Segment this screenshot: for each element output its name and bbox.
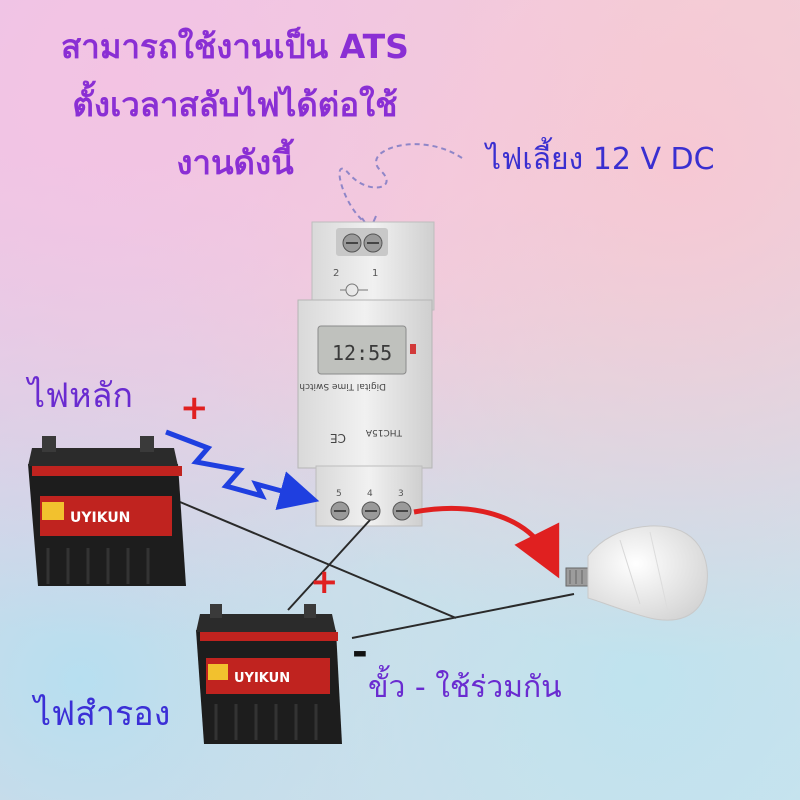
heading: สามารถใช้งานเป็น ATS ตั้งเวลาสลับไฟได้ต่… [0,18,470,192]
main-power-zigzag [165,429,320,511]
heading-line-1: สามารถใช้งานเป็น ATS [61,27,409,66]
backup-battery-brand: UYIKUN [234,671,290,686]
shared-negative-label: ขั้ว - ใช้ร่วมกัน [368,670,562,705]
timer-model: THC15A [365,427,403,437]
backup-power-label: ไฟสำรอง [34,694,171,734]
main-battery-brand: UYIKUN [70,510,130,526]
heading-line-2: ตั้งเวลาสลับไฟได้ต่อใช้ [72,85,398,124]
timer-ce-mark: CE [330,431,346,445]
bottom-terminal-4: 4 [367,489,373,499]
light-bulb-icon [565,525,708,621]
digital-time-switch: 2 1 12:55 Digital Time Switch THC15A CE … [297,221,435,527]
backup-battery: UYIKUN [196,604,342,744]
main-power-label: ไฟหลัก [28,376,134,416]
common-neg-wire [351,593,575,639]
top-terminal-2: 2 [333,268,339,279]
plus-sign-main: + [180,388,209,428]
main-battery: UYIKUN [28,436,186,586]
bottom-terminal-3: 3 [398,489,404,499]
output-red-arrow [413,506,560,579]
top-terminal-1: 1 [372,268,378,279]
plus-sign-backup: + [310,562,339,602]
power-supply-label: ไฟเลี้ยง 12 V DC [486,142,715,177]
bottom-terminal-5: 5 [336,489,342,499]
timer-display: 12:55 [332,341,392,365]
battery1-neg-wire [179,501,457,619]
timer-brand-text: Digital Time Switch [299,381,386,391]
power-dashed-arrow [338,143,463,226]
heading-line-3: งานดังนี้ [176,143,294,182]
minus-sign-shared: - [352,630,368,674]
backup-pos-wire [287,519,371,611]
